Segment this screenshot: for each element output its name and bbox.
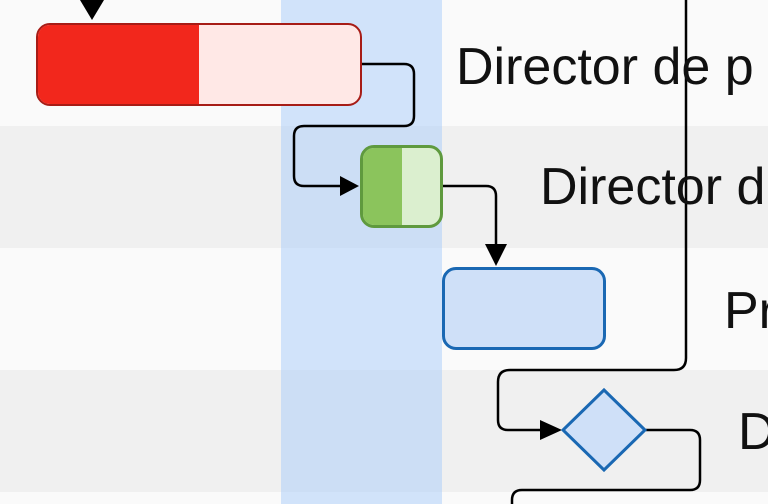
arrow-head [80,0,104,20]
dependency-arrow[interactable] [443,184,498,246]
dependency-arrow[interactable] [292,62,416,188]
task-label: Pr [724,282,768,340]
task-row [0,248,768,370]
task-bar[interactable] [442,267,606,350]
milestone-diamond[interactable] [560,387,648,473]
dependency-arrow[interactable] [496,0,688,432]
arrow-head [340,176,359,196]
arrow-head [540,420,562,440]
task-label: Director de p [456,38,754,96]
task-label: D [738,403,768,461]
task-label: Director d [540,158,766,216]
task-bar-progress [363,148,402,225]
task-bar[interactable] [36,23,362,106]
dependency-arrow[interactable] [510,428,702,504]
arrow-head [485,244,507,266]
task-bar-progress [38,25,199,104]
task-bar[interactable] [360,145,443,228]
